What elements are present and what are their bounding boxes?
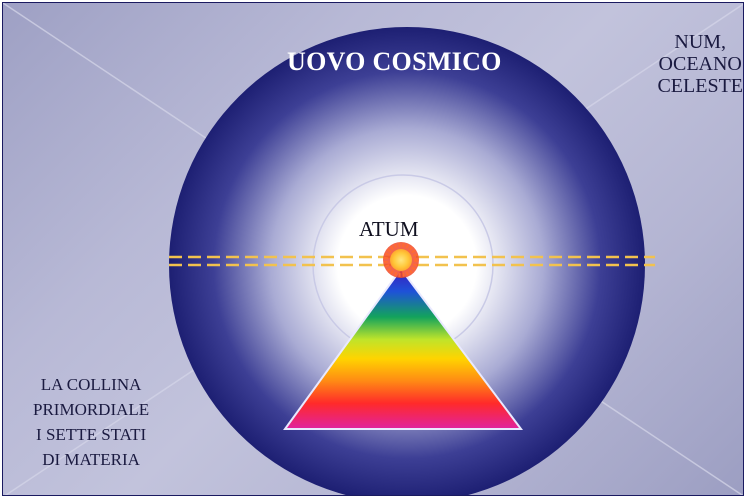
num-line-2: OCEANO: [658, 53, 742, 75]
collina-line-1: LA COLLINA: [40, 375, 142, 394]
atum-label: ATUM: [359, 217, 419, 241]
primordial-hill-label: LA COLLINA PRIMORDIALE I SETTE STATI DI …: [33, 372, 149, 472]
cosmic-egg-diagram: [169, 27, 655, 495]
num-line-1: NUM,: [674, 31, 727, 53]
horizon-dashed-line: [169, 255, 655, 267]
collina-line-4: DI MATERIA: [42, 450, 140, 469]
collina-line-3: I SETTE STATI: [36, 425, 147, 444]
num-line-3: CELESTE: [657, 75, 743, 97]
atum-sun: [383, 242, 419, 278]
diagram-title: UOVO COSMICO: [287, 47, 502, 76]
primordial-pyramid: [283, 267, 523, 430]
num-ocean-label: NUM, OCEANO CELESTE: [657, 31, 743, 97]
collina-line-2: PRIMORDIALE: [33, 400, 150, 419]
